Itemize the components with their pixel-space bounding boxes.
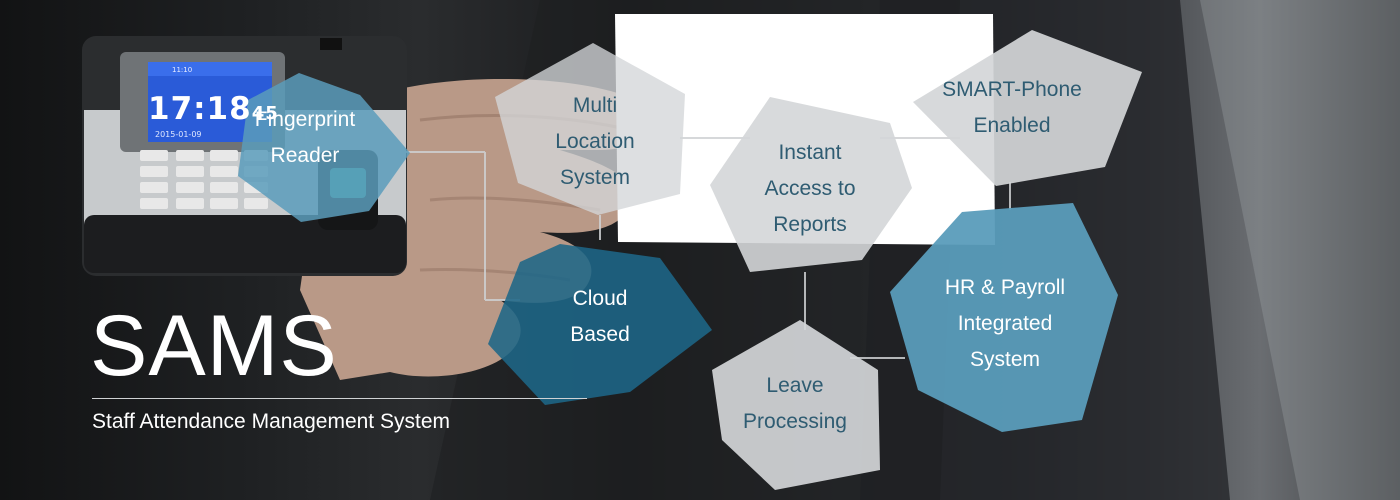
node-leave-processing: Leave Processing [730,368,860,440]
node-label-line: System [559,166,630,189]
node-leave-shape [712,320,880,490]
node-instant-access: Instant Access to Reports [745,135,875,243]
device-clock: 17:1845 [148,80,278,138]
brand-divider [92,398,587,399]
node-cloud: Cloud Based [540,281,660,353]
node-label-line: Based [570,323,630,346]
window-light [1200,0,1400,500]
screen-header [148,62,272,76]
node-label-line: Cloud [572,287,628,310]
brand-subtitle: Staff Attendance Management System [92,410,450,433]
node-multi-location: Multi Location System [535,88,655,196]
device-top-time: 11:10 [172,66,193,74]
node-smartphone-shape [913,30,1142,186]
node-label-line: Processing [743,410,847,433]
node-label-line: Multi [572,94,618,117]
node-hr-payroll-shape [890,203,1118,432]
node-label-line: HR & Payroll [944,276,1066,299]
node-label-line: SMART-Phone [942,78,1082,101]
node-label-line: Instant [778,141,842,164]
node-label-line: Location [555,130,635,153]
node-label-line: Access to [764,177,856,200]
device-clock-time: 17:18 [148,91,252,127]
connector-lines [405,137,1011,359]
node-fingerprint-reader: Fingerprint Reader [245,102,365,174]
node-label-line: Leave [766,374,824,397]
node-label-line: System [969,348,1040,371]
node-label-line: Enabled [973,114,1051,137]
device-date: 2015-01-09 [155,130,202,139]
node-multi-location-shape [495,43,685,215]
node-label-line: Fingerprint [254,108,356,131]
node-label-line: Integrated [957,312,1053,335]
node-fingerprint-shape [238,73,410,222]
device-clock-seconds: 45 [251,103,279,124]
node-label-line: Reader [270,144,340,167]
device-slot [320,38,342,50]
node-smartphone: SMART-Phone Enabled [942,72,1082,144]
node-hr-payroll: HR & Payroll Integrated System [935,270,1075,378]
node-cloud-shape [488,244,712,405]
node-instant-access-shape [710,97,912,272]
brand-title: SAMS [90,298,338,394]
node-label-line: Reports [773,213,847,236]
